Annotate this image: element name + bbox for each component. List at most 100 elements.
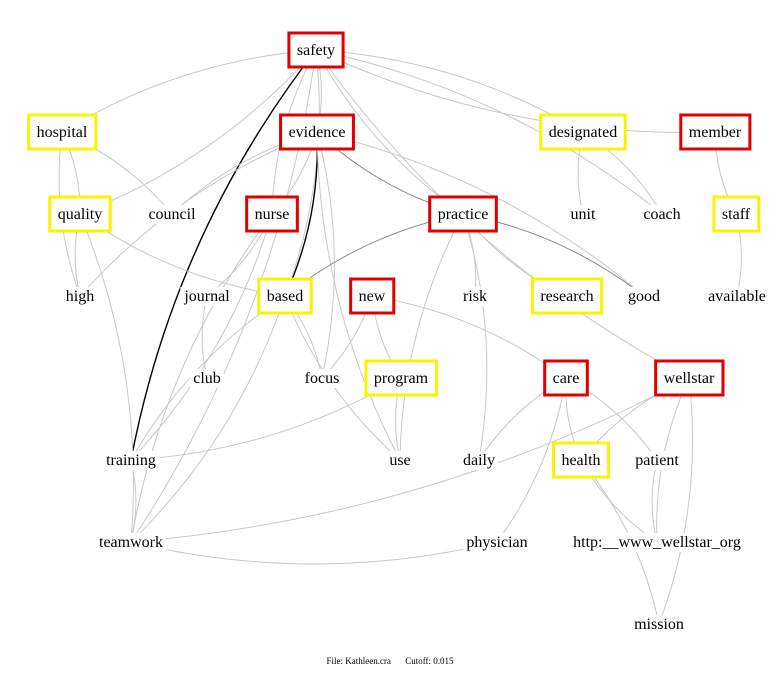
node-box-nurse [245, 195, 299, 233]
node-label-focus: focus [305, 370, 340, 387]
node-bg-club [190, 369, 224, 388]
node-wellstar: wellstar [654, 359, 725, 397]
edge-safety-coach [315, 49, 663, 215]
node-label-training: training [106, 452, 156, 469]
node-box-practice [428, 195, 498, 233]
node-label-journal: journal [183, 288, 230, 305]
node-box-safety [287, 31, 345, 69]
node-council: council [145, 205, 200, 224]
node-box-new [349, 277, 396, 315]
edge-based-teamwork [130, 295, 286, 543]
edge-nurse-teamwork [130, 213, 273, 543]
edge-safety-member [315, 49, 716, 133]
edge-evidence-focus [316, 131, 335, 379]
node-label-physician: physician [466, 534, 527, 551]
node-box-care [543, 359, 589, 397]
node-label-member: member [689, 124, 742, 141]
node-label-program: program [374, 370, 429, 387]
footer: File: Kathleen.cra Cutoff: 0.015 [0, 656, 780, 666]
node-available: available [705, 287, 769, 306]
node-box-quality [48, 195, 112, 233]
node-patient: patient [632, 451, 683, 470]
node-label-research: research [540, 288, 593, 305]
node-box-member [679, 113, 752, 151]
node-label-use: use [389, 452, 410, 469]
node-care: care [543, 359, 589, 397]
node-label-evidence: evidence [289, 124, 346, 141]
node-label-council: council [148, 206, 196, 223]
node-staff: staff [712, 195, 761, 233]
node-health: health [551, 441, 611, 479]
node-journal: journal [180, 287, 234, 306]
node-bg-use [386, 451, 414, 470]
edge-evidence-use [316, 131, 401, 461]
node-label-quality: quality [58, 206, 102, 223]
node-program: program [364, 359, 439, 397]
node-label-url: http:__www_wellstar_org [573, 534, 741, 551]
node-url: http:__www_wellstar_org [570, 533, 744, 552]
edge-safety-quality [79, 49, 317, 215]
node-designated: designated [539, 113, 627, 151]
node-label-risk: risk [463, 288, 487, 305]
node-teamwork: teamwork [96, 533, 166, 552]
node-use: use [386, 451, 414, 470]
node-box-designated [539, 113, 627, 151]
node-label-based: based [267, 288, 303, 305]
node-bg-focus [301, 369, 343, 388]
node-label-daily: daily [463, 452, 495, 469]
node-label-patient: patient [635, 452, 679, 469]
node-box-evidence [279, 113, 355, 151]
node-coach: coach [640, 205, 684, 224]
node-mission: mission [631, 615, 687, 634]
node-member: member [679, 113, 752, 151]
node-bg-patient [632, 451, 683, 470]
node-label-safety: safety [297, 42, 335, 59]
node-focus: focus [301, 369, 343, 388]
node-layer: safety hospital evidence designated member qu… [27, 31, 769, 634]
node-bg-journal [180, 287, 234, 306]
node-box-program [364, 359, 439, 397]
node-box-based [257, 277, 313, 315]
node-training: training [103, 451, 159, 470]
node-label-staff: staff [722, 206, 751, 223]
node-bg-training [103, 451, 159, 470]
node-hospital: hospital [27, 113, 98, 151]
node-box-staff [712, 195, 761, 233]
node-label-coach: coach [643, 206, 680, 223]
node-bg-daily [460, 451, 498, 470]
edge-practice-daily [462, 213, 488, 461]
node-good: good [625, 287, 663, 306]
node-bg-available [705, 287, 769, 306]
node-label-high: high [66, 288, 94, 305]
node-risk: risk [460, 287, 490, 306]
node-label-care: care [553, 370, 580, 387]
node-high: high [62, 287, 98, 306]
edge-teamwork-physician [130, 541, 498, 565]
edge-practice-use [399, 213, 464, 461]
edge-program-training [130, 377, 402, 461]
node-evidence: evidence [279, 113, 355, 151]
node-bg-physician [463, 533, 531, 552]
edge-safety-wellstar [315, 49, 690, 379]
edge-wellstar-teamwork [130, 377, 690, 543]
node-label-health: health [561, 452, 600, 469]
node-label-unit: unit [571, 206, 596, 223]
node-physician: physician [463, 533, 531, 552]
edge-nurse-training [130, 213, 273, 461]
node-box-hospital [27, 113, 98, 151]
node-label-designated: designated [549, 124, 617, 141]
node-box-research [530, 277, 604, 315]
node-bg-council [145, 205, 200, 224]
node-nurse: nurse [245, 195, 299, 233]
node-bg-coach [640, 205, 684, 224]
node-quality: quality [48, 195, 112, 233]
node-daily: daily [460, 451, 498, 470]
word-network-graph: safety hospital evidence designated member qu… [27, 31, 769, 634]
node-unit: unit [567, 205, 599, 224]
node-bg-high [62, 287, 98, 306]
edge-evidence-good [316, 131, 645, 297]
node-bg-url [570, 533, 744, 552]
node-label-hospital: hospital [37, 124, 88, 141]
edge-safety-based [284, 49, 320, 297]
edge-wellstar-mission [658, 377, 694, 625]
